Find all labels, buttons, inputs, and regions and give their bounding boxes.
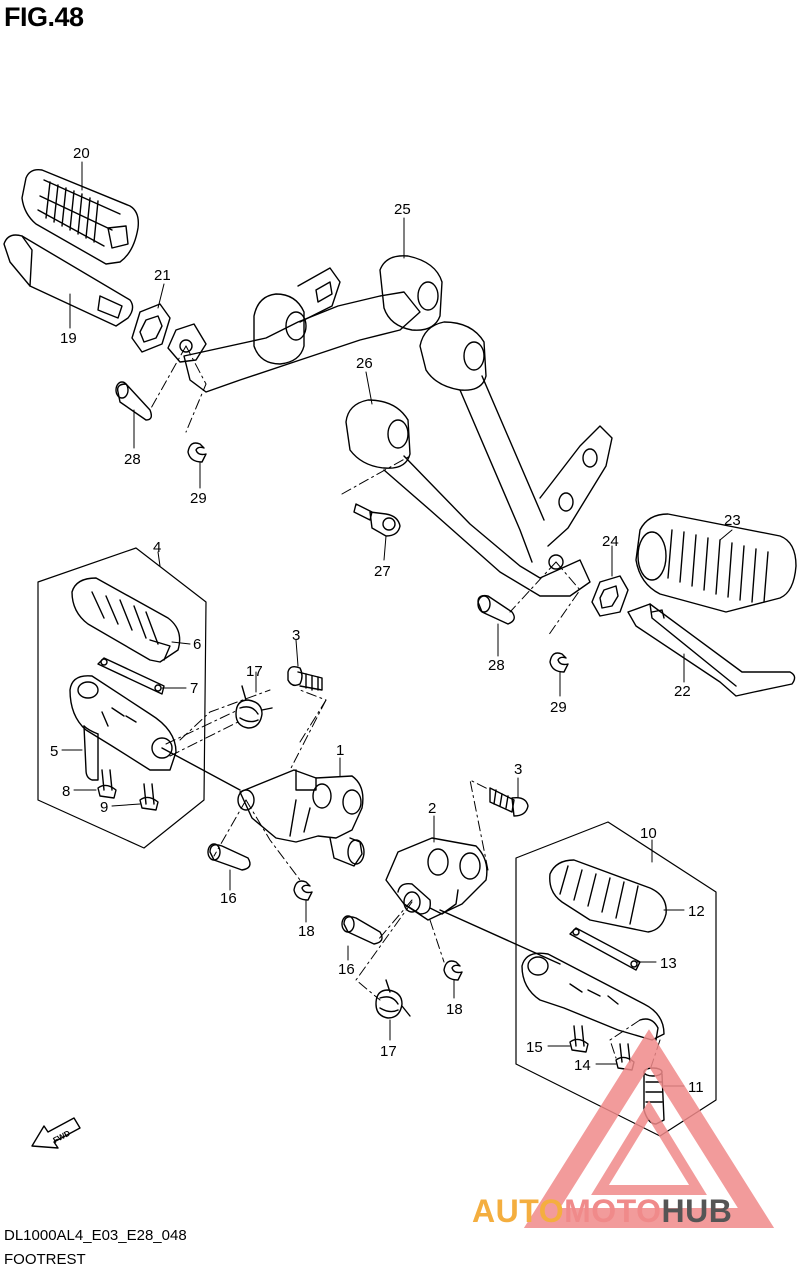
callout-10: 10: [640, 825, 657, 842]
part-20-footrest-rubber: [21, 168, 140, 265]
callout-15: 15: [526, 1039, 543, 1056]
callout-13: 13: [660, 955, 677, 972]
callout-2: 2: [428, 800, 436, 817]
callout-3-lower: 3: [514, 761, 522, 778]
part-28-pin-upper: [115, 381, 153, 421]
callout-9: 9: [100, 799, 108, 816]
callout-23: 23: [724, 512, 741, 529]
callout-5: 5: [50, 743, 58, 760]
callout-19: 19: [60, 330, 77, 347]
callout-28-right: 28: [488, 657, 505, 674]
part-22-footrest-plate: [627, 603, 796, 697]
watermark-logo-icon: [523, 1029, 775, 1228]
callout-8: 8: [62, 783, 70, 800]
callout-14: 14: [574, 1057, 591, 1074]
figure-title: FIG.48: [4, 2, 84, 32]
callout-12: 12: [688, 903, 705, 920]
part-17-spring-lower: [375, 979, 411, 1019]
part-15-bolt: [569, 1025, 589, 1053]
part-16-pin-right: [341, 915, 383, 945]
watermark-part-hub: HUB: [661, 1193, 733, 1229]
part-25-bracket: [167, 255, 443, 393]
part-1-bracket: [237, 769, 365, 867]
part-5-footrest-body: [69, 675, 241, 791]
part-27-bolt: [353, 503, 401, 537]
callout-1: 1: [336, 742, 344, 759]
part-9-bolt: [139, 783, 159, 811]
callout-leaders: [61, 161, 733, 1087]
callout-16-left: 16: [220, 890, 237, 907]
callout-7: 7: [190, 680, 198, 697]
part-21-bush: [131, 303, 171, 353]
part-2-bracket: [385, 837, 561, 965]
callout-17-lower: 17: [380, 1043, 397, 1060]
watermark-text: AUTOMOTOHUB: [472, 1193, 732, 1230]
callout-11: 11: [688, 1079, 704, 1096]
watermark-part-moto: MOTO: [564, 1193, 662, 1229]
fwd-arrow-icon: [31, 1117, 81, 1149]
callout-29: 29: [190, 490, 207, 507]
part-28-pin-right: [477, 594, 515, 625]
callout-20: 20: [73, 145, 90, 162]
part-23-footrest-rubber: [635, 513, 797, 613]
part-3-bolt-lower: [489, 787, 529, 817]
part-29-clip-right: [549, 652, 569, 673]
part-10-assembly-frame: [515, 821, 717, 1137]
part-11-footrest-body: [521, 952, 665, 1125]
callout-25: 25: [394, 201, 411, 218]
callout-22: 22: [674, 683, 691, 700]
callout-27: 27: [374, 563, 391, 580]
callout-18-left: 18: [298, 923, 315, 940]
callout-17-upper: 17: [246, 663, 263, 680]
part-13-plate: [569, 927, 641, 971]
model-code: DL1000AL4_E03_E28_048: [4, 1227, 187, 1244]
part-12-rubber: [549, 859, 667, 933]
part-6-rubber: [71, 577, 181, 663]
part-16-pin-left: [207, 843, 251, 871]
callout-18-right: 18: [446, 1001, 463, 1018]
part-19-footrest-plate: [3, 234, 134, 327]
part-7-plate: [97, 657, 165, 695]
callout-16-right: 16: [338, 961, 355, 978]
callout-28: 28: [124, 451, 141, 468]
callout-29-right: 29: [550, 699, 567, 716]
part-18-clip-left: [293, 880, 313, 901]
assembly-lines: [149, 345, 661, 1071]
callout-3-upper: 3: [292, 627, 300, 644]
part-26-bracket: [345, 321, 613, 597]
callout-4: 4: [153, 539, 161, 556]
callout-24: 24: [602, 533, 619, 550]
part-3-bolt-upper: [287, 665, 323, 691]
part-8-bolt: [97, 769, 117, 799]
part-18-clip-right: [443, 960, 463, 981]
watermark-part-auto: AUTO: [472, 1193, 565, 1229]
part-17-spring-upper: [235, 685, 273, 729]
section-name: FOOTREST: [4, 1251, 86, 1268]
callout-21: 21: [154, 267, 171, 284]
callout-26: 26: [356, 355, 373, 372]
callout-numbers: 20 25 21 19 28 29 26 27 4 6 7 3 17 5 8 9…: [50, 145, 741, 1096]
part-24-bush: [591, 575, 629, 617]
callout-6: 6: [193, 636, 201, 653]
part-29-clip-upper: [187, 442, 207, 463]
part-4-assembly-frame: [37, 547, 207, 849]
